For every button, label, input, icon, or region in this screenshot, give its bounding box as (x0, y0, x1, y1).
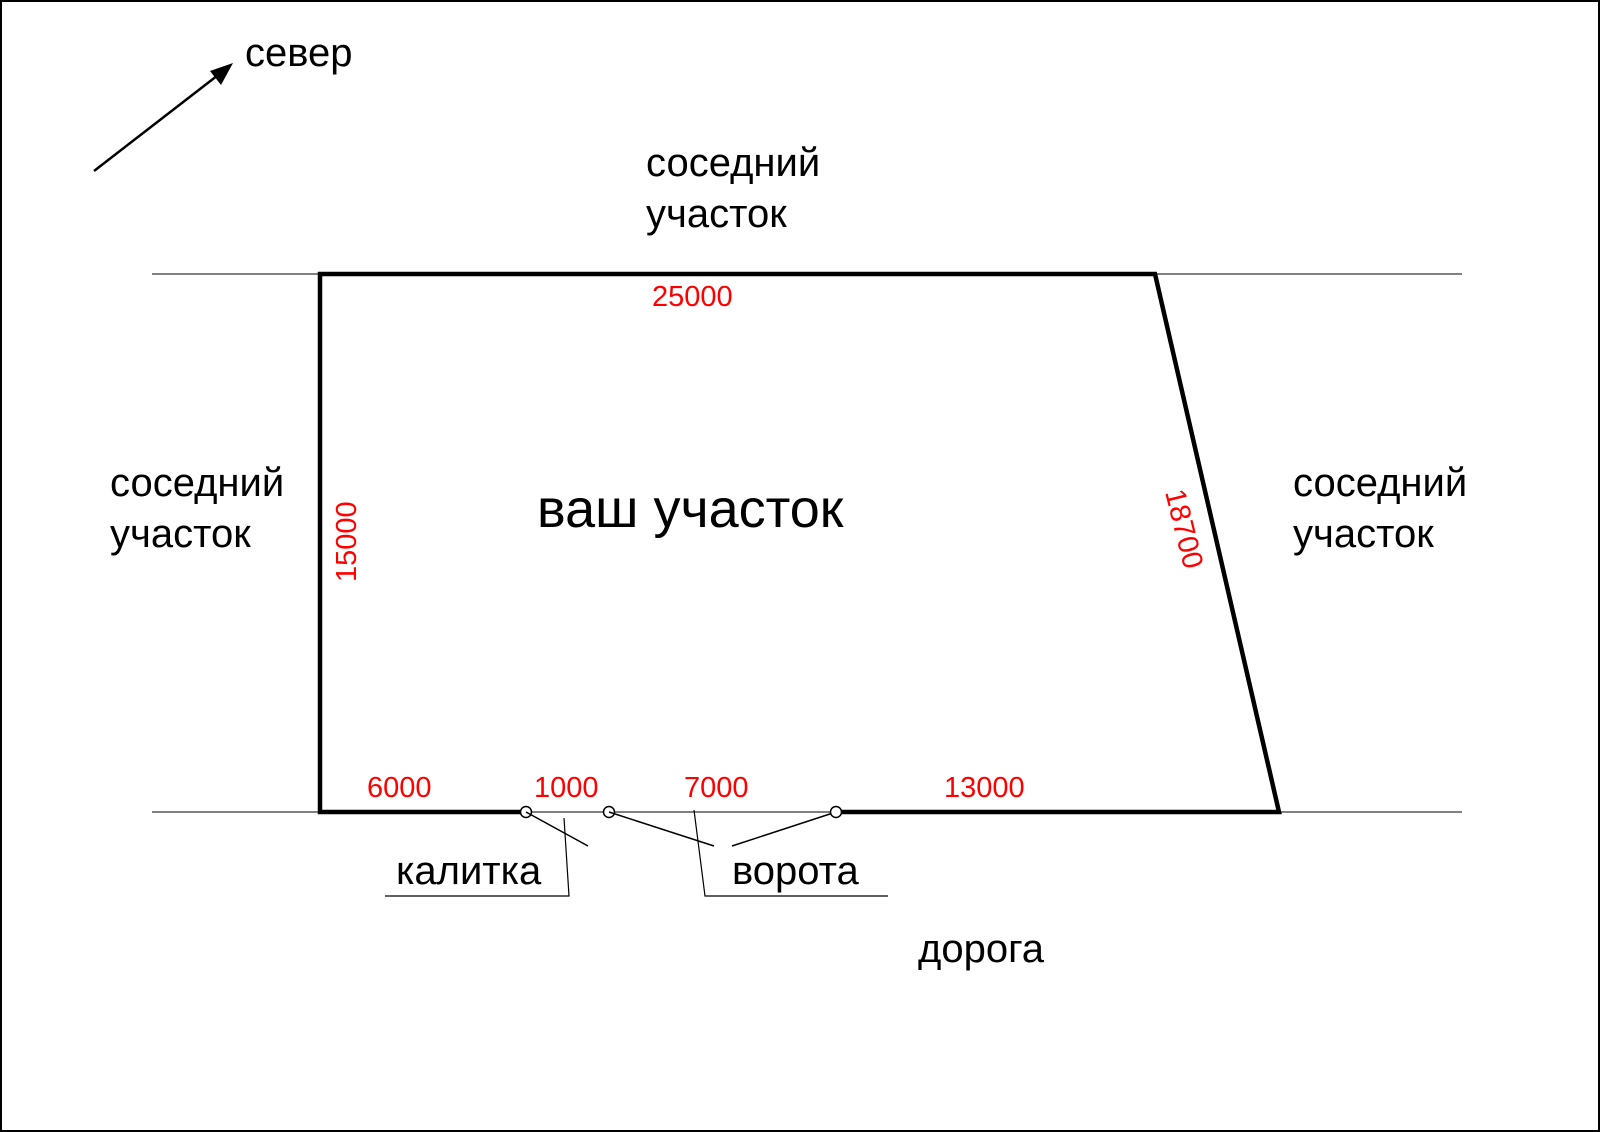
dimension-bottom-2: 1000 (534, 772, 599, 804)
dimension-top: 25000 (652, 281, 733, 313)
main-gate (608, 805, 843, 847)
wicket-gate-label: калитка (396, 849, 542, 893)
main-gate-leaf (608, 811, 715, 847)
neighbor-right-label-line2: участок (1293, 512, 1434, 556)
wicket-gate-leaf (525, 811, 589, 847)
main-gate-post-icon (829, 805, 843, 819)
neighbor-top-label-line2: участок (646, 192, 787, 236)
neighbor-left-label-line2: участок (110, 512, 251, 556)
plot-outline (317, 271, 1282, 815)
neighbor-right-label-line1: соседний (1293, 461, 1467, 505)
road-label: дорога (918, 927, 1045, 971)
north-label: север (245, 31, 353, 75)
main-gate-leaf (731, 811, 837, 847)
main-gate-label: ворота (732, 849, 860, 893)
wicket-gate-leader (385, 817, 570, 897)
neighbor-top-label-line1: соседний (646, 141, 820, 185)
dimension-bottom-4: 13000 (944, 772, 1025, 804)
neighbor-left-label-line1: соседний (110, 461, 284, 505)
dimension-bottom-3: 7000 (684, 772, 749, 804)
main-gate-leader (693, 809, 888, 897)
north-arrow-icon (93, 63, 233, 172)
dimension-bottom-1: 6000 (367, 772, 432, 804)
dimension-left: 15000 (331, 501, 363, 582)
plot-label: ваш участок (537, 479, 844, 539)
